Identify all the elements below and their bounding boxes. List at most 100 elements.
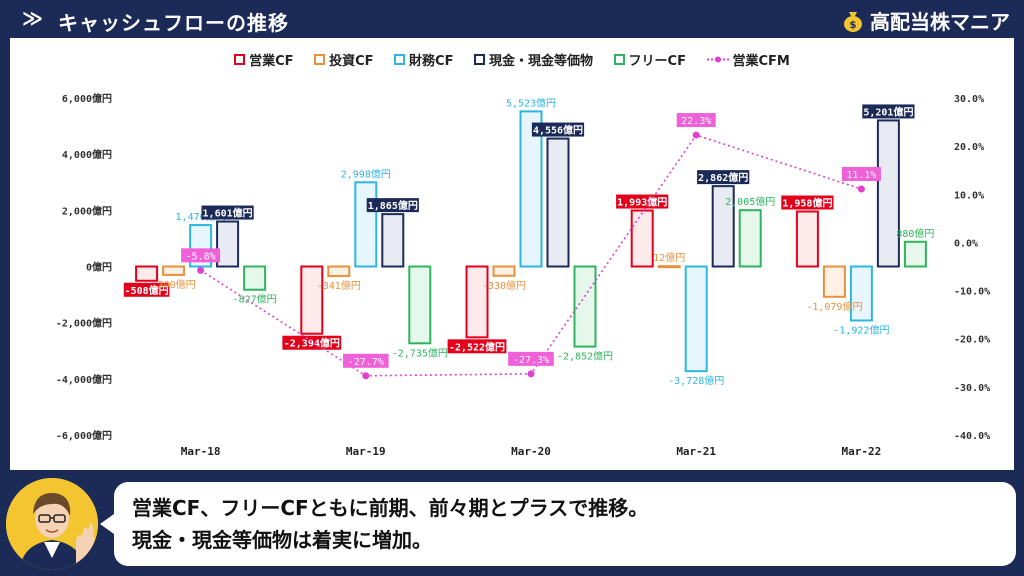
y2-tick-label: 30.0% — [954, 94, 984, 105]
data-label: 2,998億円 — [341, 167, 391, 180]
x-tick-label: Mar-22 — [842, 445, 882, 458]
data-label: -3,728億円 — [668, 374, 724, 387]
cfm-label-box — [181, 248, 221, 263]
y2-tick-label: 20.0% — [954, 142, 984, 153]
avatar — [6, 478, 98, 570]
chart-legend: 営業CF 投資CF 財務CF 現金・現金等価物 フリーCF 営業CFM — [0, 50, 1024, 69]
y2-tick-label: -10.0% — [954, 287, 990, 298]
page-title: キャッシュフローの推移 — [58, 11, 289, 35]
bar — [711, 185, 735, 268]
bar — [573, 265, 597, 348]
cashflow-chart: 6,000億円4,000億円2,000億円0億円-2,000億円-4,000億円… — [56, 92, 990, 458]
bar — [849, 265, 873, 322]
bar — [300, 265, 324, 335]
data-label: 1,958億円 — [782, 197, 832, 210]
legend-item-inv-cf: 投資CF — [314, 50, 374, 69]
bar — [822, 265, 846, 298]
x-tick-label: Mar-18 — [181, 445, 221, 458]
cfm-point — [857, 185, 865, 193]
brand-name: 高配当株マニア — [870, 10, 1010, 34]
data-label: -1,079億円 — [806, 300, 862, 313]
bar — [519, 110, 543, 268]
chart-panel — [10, 38, 1014, 470]
bar — [162, 265, 186, 276]
bar — [492, 265, 516, 277]
data-label-box — [781, 195, 834, 210]
data-label: -330億円 — [482, 279, 526, 292]
cfm-point — [197, 266, 205, 274]
comment-line-2: 現金・現金等価物は着実に増加。 — [132, 528, 432, 552]
bar — [546, 137, 570, 268]
bar — [243, 265, 267, 291]
cfm-point — [692, 131, 700, 139]
cfm-data-label: -27.7% — [348, 357, 384, 368]
bar — [684, 265, 708, 373]
cfm-label-box — [508, 351, 554, 366]
bar — [876, 119, 900, 268]
data-label-box — [862, 104, 915, 119]
bar — [738, 209, 762, 268]
brand-logo: $ 高配当株マニア — [842, 6, 1010, 35]
bar — [903, 240, 927, 268]
x-tick-label: Mar-19 — [346, 445, 386, 458]
data-label-box — [123, 282, 170, 297]
chevron-icon: ≫ — [22, 6, 43, 30]
legend-item-cash: 現金・現金等価物 — [474, 50, 593, 69]
data-label: 4,556億円 — [533, 124, 583, 137]
cfm-label-box — [676, 113, 716, 128]
data-label: -341億円 — [317, 279, 361, 292]
data-label-box — [282, 335, 342, 350]
bar — [354, 181, 378, 268]
y2-tick-label: -30.0% — [954, 383, 990, 394]
y-tick-label: -2,000億円 — [56, 317, 112, 330]
bar — [381, 213, 405, 268]
bar — [630, 209, 654, 268]
bar — [795, 210, 819, 268]
data-label: 12億円 — [653, 251, 685, 264]
data-label: 2,862億円 — [698, 171, 748, 184]
data-label: -2,522億円 — [449, 340, 505, 353]
cfm-data-label: -5.8% — [186, 251, 216, 262]
legend-item-op-cf: 営業CF — [234, 50, 294, 69]
data-label: -300億円 — [152, 278, 196, 291]
y-tick-label: 6,000億円 — [62, 92, 112, 105]
bar — [135, 265, 159, 282]
data-label-box — [447, 339, 507, 354]
svg-text:$: $ — [850, 20, 857, 31]
bar — [465, 265, 489, 339]
data-label: -2,735億円 — [392, 346, 448, 359]
y2-tick-label: 0.0% — [954, 238, 978, 249]
legend-item-free-cf: フリーCF — [613, 50, 686, 69]
data-label: -827億円 — [233, 293, 277, 306]
bar — [216, 220, 240, 268]
y-tick-label: 2,000億円 — [62, 204, 112, 217]
data-label: 1,993億円 — [617, 196, 667, 209]
data-label: 1,865億円 — [368, 199, 418, 212]
comment-bubble: 営業CF、フリーCFともに前期、前々期とプラスで推移。 現金・現金等価物は着実に… — [100, 482, 1016, 566]
y-tick-label: 4,000億円 — [62, 148, 112, 161]
data-label-box — [366, 198, 419, 213]
data-label-box — [201, 205, 254, 220]
comment-line-1: 営業CF、フリーCFともに前期、前々期とプラスで推移。 — [132, 496, 649, 520]
money-bag-icon: $ — [844, 11, 862, 32]
cfm-point — [362, 372, 370, 380]
data-label: -1,922億円 — [833, 323, 889, 336]
cfm-data-label: -27.3% — [513, 355, 549, 366]
cfm-label-box — [841, 166, 881, 181]
cfm-data-label: 11.1% — [846, 170, 876, 181]
data-label-box — [697, 170, 750, 185]
y-tick-label: -4,000億円 — [56, 373, 112, 386]
bar — [408, 265, 432, 345]
y-tick-label: -6,000億円 — [56, 429, 112, 442]
person-avatar-icon — [6, 478, 98, 570]
data-label: -2,394億円 — [284, 337, 340, 350]
legend-item-op-cfm: 営業CFM — [706, 50, 790, 69]
bar — [327, 265, 351, 278]
data-label: 880億円 — [896, 227, 934, 240]
x-tick-label: Mar-21 — [676, 445, 716, 458]
cfm-data-label: 22.3% — [681, 116, 711, 127]
data-label-box — [531, 122, 585, 137]
x-tick-label: Mar-20 — [511, 445, 551, 458]
data-label: -508億円 — [125, 284, 169, 297]
data-label-box — [616, 194, 669, 209]
